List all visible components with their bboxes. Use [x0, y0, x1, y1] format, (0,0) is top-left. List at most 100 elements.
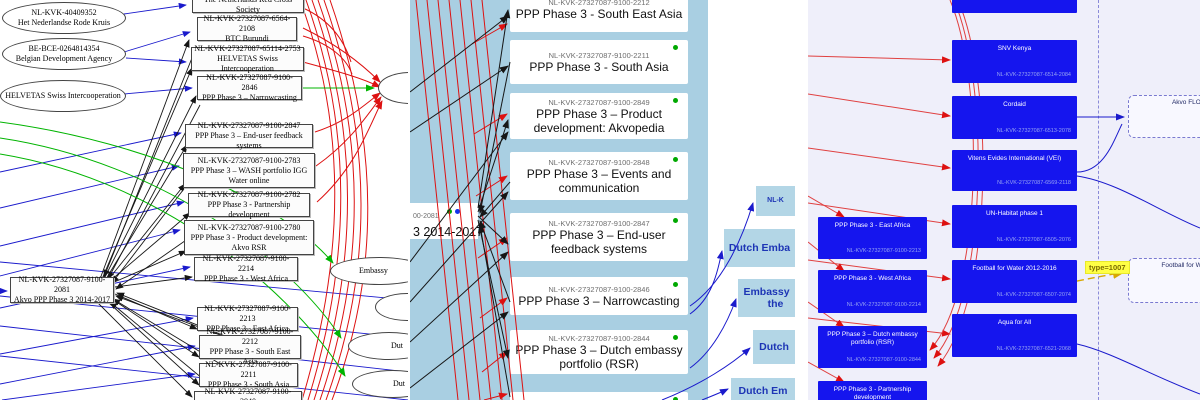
- node-id: NL-KVK-27327087-6569-2118: [997, 180, 1071, 186]
- node-id: NL-KVK-27327087-9100-2214: [846, 302, 921, 308]
- external-system-box[interactable]: Football for Wat: [1128, 258, 1200, 303]
- link-label: Dutch Emba: [728, 242, 791, 254]
- embassy-ellipse[interactable]: [375, 293, 408, 321]
- project-node[interactable]: PPP Phase 3 - Partnership development: [818, 381, 927, 400]
- ellipse-label: Belgian Development Agency: [15, 54, 113, 63]
- org-node[interactable]: UN-Habitat phase 1 NL-KVK-27327087-6505-2…: [952, 205, 1077, 248]
- node-id: NL-KVK-27327087-9100-2844: [548, 333, 650, 343]
- org-node[interactable]: Vitens Evides International (VEI) NL-KVK-…: [952, 150, 1077, 191]
- ellipse-label: Embassy: [359, 266, 388, 275]
- node-id: NL-KVK-27327087-9100-2780: [197, 222, 301, 232]
- ellipse-label: Het Nederlandse Rode Kruis: [17, 18, 111, 27]
- node-id: NL-KVK-27327087-65114-2753: [194, 44, 301, 53]
- node-id: NL-KVK-27327087-9100-2783: [197, 155, 301, 165]
- node-id: NL-KVK-27327087-9100-2211: [205, 360, 292, 379]
- status-dot-green: [447, 209, 452, 214]
- node-label: 3 2014-2017: [413, 225, 484, 239]
- link-label: Dutch Em: [738, 385, 788, 397]
- node-id: NL-KVK-27327087-6564-2108: [203, 14, 291, 33]
- embassy-ellipse[interactable]: Embassy: [330, 257, 408, 285]
- node-label: PPP Phase 3 – Dutch embassy portfolio (R…: [515, 342, 683, 371]
- node-label: PPP Phase 3 - South Asia: [529, 59, 669, 74]
- node-label: PPP Phase 3 – End-user feedback systems: [195, 131, 303, 150]
- linked-activity-box[interactable]: Dutch: [753, 330, 795, 364]
- node-id: NL-KVK-27327087-6521-2068: [996, 346, 1071, 352]
- embassy-ellipse[interactable]: Dut: [348, 332, 408, 360]
- node-id: NL-KVK-27327087-9100-2840: [204, 387, 292, 400]
- node-label: PPP Phase 3 – End-user feedback systems: [532, 227, 666, 256]
- node-id: NL-KVK-27327087-9100-2844: [846, 357, 921, 363]
- node-id: NL-KVK-27327087-6513-2078: [996, 128, 1071, 134]
- linked-activity-box[interactable]: Dutch Emba: [724, 229, 795, 267]
- project-node[interactable]: NL-KVK-27327087-9100-2840: [194, 387, 302, 400]
- edge-type-label: type=1007: [1085, 261, 1130, 274]
- linked-activity-box[interactable]: Dutch Em: [731, 378, 795, 400]
- node-id: NL-KVK-27327087-9100-2081: [18, 275, 106, 294]
- node-label: PPP Phase 3 - Partnership development: [833, 386, 912, 400]
- node-id: NL-KVK-27327087-6514-2084: [996, 72, 1071, 78]
- ellipse-id: NL-KVK-40409352: [31, 8, 97, 17]
- root-node[interactable]: 00-2081 3 2014-2017: [410, 203, 483, 241]
- link-label-2: the: [767, 298, 784, 310]
- link-label: Dutch: [759, 341, 789, 353]
- node-id: NL-KVK-27327087-6505-2076: [996, 237, 1071, 243]
- flow-diagram-panel: NL-KVK-27327087-7204-2089SNV KenyaNL-KVK…: [808, 0, 1200, 400]
- node-id: NL-KVK-27327087-9100-2846: [548, 284, 650, 294]
- node-label: UN-Habitat phase 1: [985, 210, 1044, 217]
- project-node[interactable]: NL-KVK-27327087-9100-2783: [510, 392, 688, 400]
- node-label: HELVETAS Swiss Intercooperation: [217, 54, 278, 73]
- node-id: NL-KVK-27327087-9100-2212: [206, 327, 294, 346]
- org-node[interactable]: NL-KVK-27327087-7204-2089: [952, 0, 1077, 13]
- ellipse-id: BE-BCE-0264814354: [28, 44, 100, 53]
- node-id: NL-KVK-27327087-9100-2847: [548, 218, 650, 228]
- embassy-ellipse[interactable]: Dut: [352, 370, 408, 398]
- ellipse-label: HELVETAS Swiss Intercooperation: [5, 91, 121, 100]
- ellipse-label: Dut: [393, 379, 405, 388]
- status-dot-green: [673, 218, 678, 223]
- node-label: PPP Phase 3 – Narrowcasting: [518, 293, 680, 308]
- embassy-ellipse[interactable]: [378, 72, 408, 104]
- status-dot-green: [673, 335, 678, 340]
- external-system-box[interactable]: Akvo FLOW: [1128, 95, 1200, 138]
- node-id: NL-KVK-27327087-9100-2847: [197, 121, 301, 130]
- project-node[interactable]: PPP Phase 3 – Dutch embassy portfolio (R…: [818, 326, 927, 368]
- node-label: PPP Phase 3 - East Africa: [834, 222, 911, 229]
- boundary-dashed-line: [1098, 0, 1099, 400]
- project-node[interactable]: The Netherlands Red Cross Society: [192, 0, 304, 14]
- node-id: NL-KVK-27327087-6507-2074: [996, 292, 1071, 298]
- node-label: PPP Phase 3 - West Africa: [833, 275, 912, 282]
- linked-activity-box[interactable]: NL-K: [756, 186, 795, 216]
- root-label-row: 3 2014-2017: [413, 223, 483, 241]
- status-dot-green: [673, 157, 678, 162]
- node-id: 00-2081: [413, 213, 439, 220]
- org-ellipse[interactable]: HELVETAS Swiss Intercooperation: [0, 80, 126, 112]
- node-label: Vitens Evides International (VEI): [967, 155, 1062, 162]
